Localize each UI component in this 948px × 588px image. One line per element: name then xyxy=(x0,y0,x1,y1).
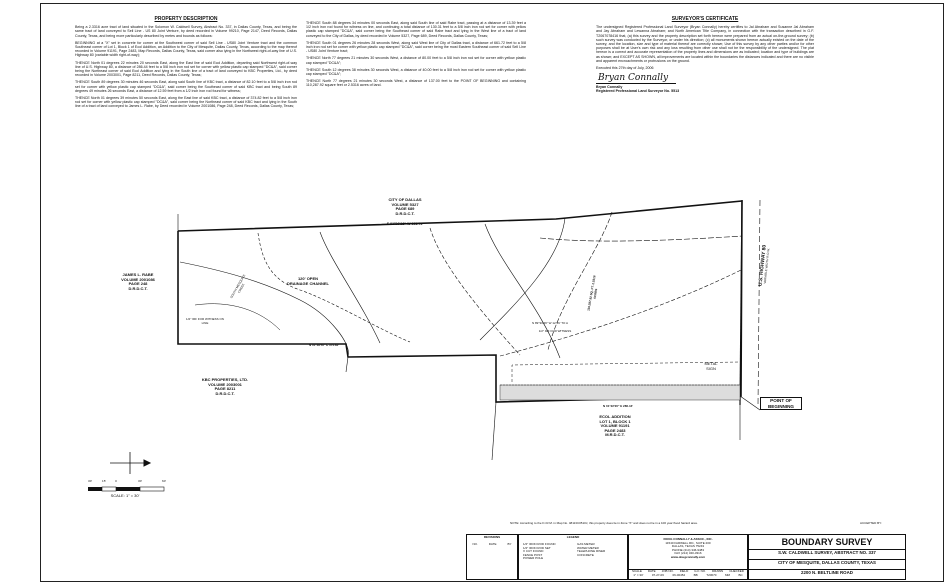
drawing-location: CITY OF MESQUITE, DALLAS COUNTY, TEXAS xyxy=(749,559,905,566)
description-paragraph: THENCE North 01 degrees 22 minutes 20 se… xyxy=(75,60,297,78)
scale-tick: 30' xyxy=(88,479,92,483)
contour-line xyxy=(257,232,411,343)
witness-on-line-label: 1/2" IRF FOR WITNESS ON LINE xyxy=(186,317,224,325)
ecol-bearing-label: N 01°22'20" E 286.44' xyxy=(603,404,633,408)
legend-item: CONCRETE xyxy=(577,552,594,557)
legend-item: 1/2" IRON ROD FOUND xyxy=(523,542,556,546)
flood-note: NOTE: According to the F.I.R.M. in Map N… xyxy=(510,521,698,525)
boundary-line xyxy=(177,200,743,403)
drawing-title: BOUNDARY SURVEY xyxy=(781,537,873,547)
drawing-address: 2200 N. BELTLINE ROAD xyxy=(749,569,905,576)
accepted-by: ACCEPTED BY: xyxy=(860,521,882,525)
legend-item: POWER POLE xyxy=(523,556,544,561)
company-name: DOUG CONNALLY & ASSOC., INC. xyxy=(663,537,713,541)
scale-tick: 15' xyxy=(102,479,106,483)
certificate-heading: SURVEYOR'S CERTIFICATE xyxy=(671,16,739,22)
certificate-executed: Executed this 27th day of July, 2006 xyxy=(596,66,654,71)
legend-item: TELEPHONE RISER xyxy=(577,549,606,554)
company-website: www.dougconnally.com xyxy=(670,554,705,559)
scale-tick: 0 xyxy=(115,479,117,483)
north-bearing-label: S 01°26'28" W 661.72' xyxy=(386,222,424,226)
company-block: DOUG CONNALLY & ASSOC., INC. 11540 FARWE… xyxy=(628,534,748,580)
legend-item: GAS METER xyxy=(577,542,595,546)
contour-line xyxy=(499,269,742,357)
description-paragraph: THENCE South 12 degrees 38 minutes 30 se… xyxy=(306,67,526,77)
contour-line xyxy=(319,231,381,344)
drawing-subtitle: S.W. CALDWELL SURVEY, ABSTRACT NO. 337 xyxy=(749,549,905,556)
contour-line xyxy=(539,235,743,242)
witness-label: 1/2" IRF FOR WITNESS xyxy=(538,329,572,333)
sheet-border xyxy=(40,3,944,582)
title-block: BOUNDARY SURVEY S.W. CALDWELL SURVEY, AB… xyxy=(748,534,906,580)
highway-row-line xyxy=(739,199,743,406)
contour-line xyxy=(547,211,613,351)
scale-bar xyxy=(88,486,165,492)
legend-item: FENCE POST xyxy=(523,552,543,557)
description-paragraph: THENCE North 01 degrees 39 minutes 50 se… xyxy=(75,96,297,109)
contour-line xyxy=(484,223,561,359)
description-paragraph: THENCE South 01 degrees 26 minutes 28 se… xyxy=(306,40,526,54)
legend-item: X CUT FOUND xyxy=(523,549,544,554)
contour-line xyxy=(429,227,521,356)
scale-tick: 60' xyxy=(162,479,166,483)
scale-text: SCALE: 1" = 30' xyxy=(110,493,140,498)
property-description: PROPERTY DESCRIPTION Being a 2.3316 acre… xyxy=(75,16,297,112)
description-paragraph: THENCE North 77 degrees 21 minutes 30 se… xyxy=(306,56,526,65)
property-description-heading: PROPERTY DESCRIPTION xyxy=(154,16,218,22)
contour-line xyxy=(479,217,566,341)
legend-item: 1/2" IRON ROD SET xyxy=(523,545,551,550)
contour-line xyxy=(179,261,349,357)
description-paragraph: THENCE South 88 degrees 34 minutes 00 se… xyxy=(306,21,526,38)
description-paragraph: BEGINNING at a "X" set in concrete for c… xyxy=(75,40,297,58)
contour-line xyxy=(194,303,281,331)
legend-item: WATER METER xyxy=(577,545,599,550)
kbc-bearing-label: N 01°39'50" E 374.82' xyxy=(309,343,339,347)
middle-description: THENCE South 88 degrees 34 minutes 00 se… xyxy=(306,21,526,91)
description-paragraph: THENCE South 89 degrees 30 minutes 46 se… xyxy=(75,80,297,93)
scale-tick: 30' xyxy=(138,479,142,483)
legend-block: LEGEND 1/2" IRON ROD FOUND 1/2" IRON ROD… xyxy=(518,534,628,580)
surveyor-title: Registered Professional Land Surveyor No… xyxy=(596,89,680,94)
adjacent-line xyxy=(491,401,497,461)
surveyor-signature: Bryan Connally xyxy=(598,73,669,84)
certificate-body: The undersigned Registered Professional … xyxy=(596,25,814,63)
description-paragraph: Being a 2.3316 acre tract of land situat… xyxy=(75,25,297,38)
adjacent-line xyxy=(345,356,349,373)
pavement-area xyxy=(499,384,741,401)
description-paragraph: THENCE North 77 degrees 21 minutes 30 se… xyxy=(306,79,526,88)
fence-line xyxy=(511,361,741,382)
witness-note: N 89°30'46" W 12.59' TO A xyxy=(532,321,568,325)
highway-row-line xyxy=(757,199,761,406)
surveyor-name: Bryan Connally xyxy=(596,83,676,89)
surveyor-certificate: SURVEYOR'S CERTIFICATE The undersigned R… xyxy=(596,16,814,94)
